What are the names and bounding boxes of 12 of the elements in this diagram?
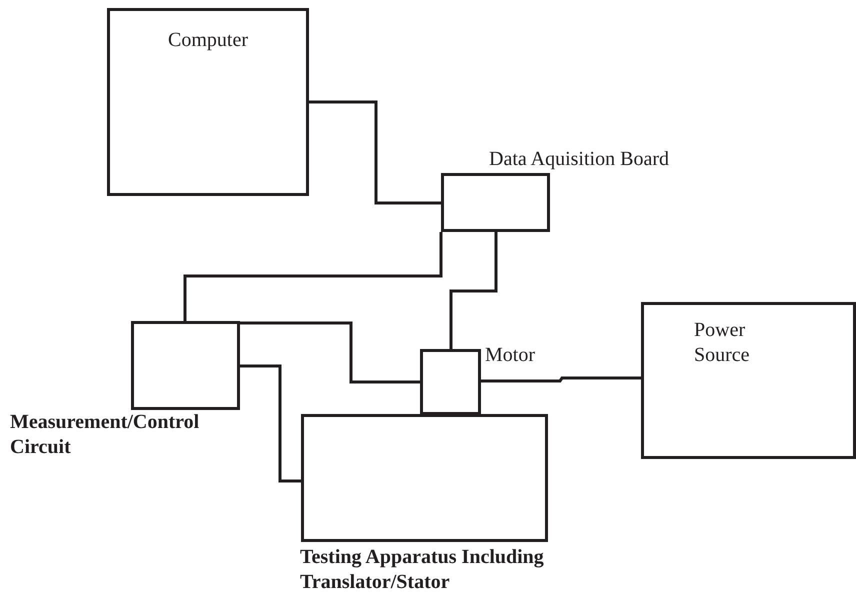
connector-line — [240, 322, 420, 384]
block-label: Data Aquisition Board — [489, 147, 670, 172]
connector-line — [450, 232, 498, 349]
block-label: Motor — [485, 343, 536, 368]
block-label: Power Source — [694, 318, 751, 368]
connector-line — [481, 376, 641, 382]
block-label: Measurement/Control Circuit — [10, 410, 200, 460]
block-label: Testing Apparatus Including Translator/Stator — [300, 545, 545, 595]
block-label: Computer — [167, 28, 249, 53]
connector-line — [184, 232, 442, 321]
connector-line — [309, 100, 441, 204]
connector-line — [240, 364, 301, 482]
